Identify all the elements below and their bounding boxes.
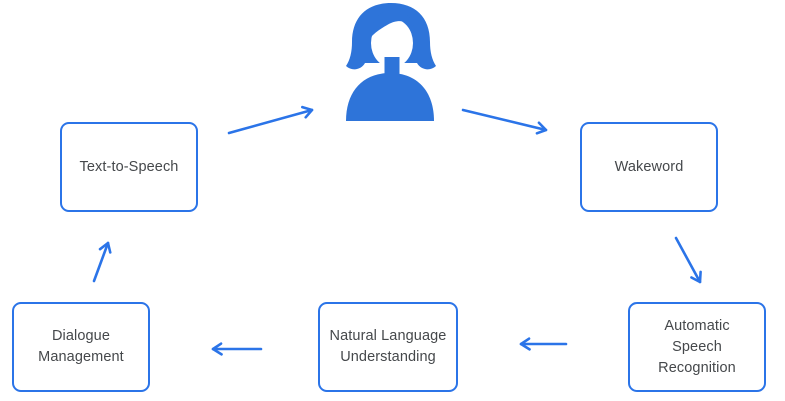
node-natural-language-understanding: Natural Language Understanding (318, 302, 458, 392)
node-label: Text-to-Speech (79, 158, 179, 175)
node-label: Dialogue Management (38, 328, 124, 365)
node-label: Automatic Speech Recognition (658, 317, 736, 376)
arrow-user-to-wakeword (461, 108, 548, 135)
node-dialogue-management: Dialogue Management (12, 302, 150, 392)
node-label: Natural Language Understanding (329, 328, 447, 365)
node-automatic-speech-recognition: Automatic Speech Recognition (628, 302, 766, 392)
arrow-text-to-speech-to-user (227, 105, 314, 135)
node-wakeword: Wakeword (580, 122, 718, 212)
arrow-dialogue-management-to-text-to-speech (92, 241, 112, 283)
node-text-to-speech: Text-to-Speech (60, 122, 198, 212)
node-label: Wakeword (614, 158, 684, 175)
arrow-wakeword-to-asr (674, 236, 702, 284)
user-icon (346, 3, 436, 121)
